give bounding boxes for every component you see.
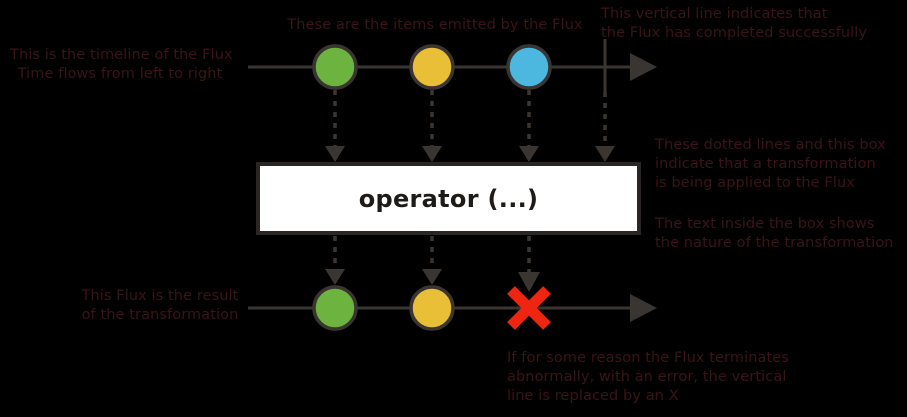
marble-green-top xyxy=(312,44,358,90)
annotation-timeline: This is the timeline of the Flux Time fl… xyxy=(10,47,233,82)
annotation-completion-line: This vertical line indicates that the Fl… xyxy=(601,6,868,41)
annotation-transformation: These dotted lines and this box indicate… xyxy=(655,137,886,191)
arrows-into-operator xyxy=(325,90,615,162)
error-x-icon xyxy=(507,286,551,330)
marble-yellow-bottom xyxy=(409,285,455,331)
marble-yellow-top xyxy=(409,44,455,90)
annotation-items-emitted: These are the items emitted by the Flux xyxy=(287,17,583,33)
annotation-result-flux: This Flux is the result of the transform… xyxy=(81,288,239,323)
operator-box: operator (...) xyxy=(256,162,641,235)
source-timeline-arrowhead xyxy=(630,53,657,81)
marble-blue-top xyxy=(506,44,552,90)
marble-green-bottom xyxy=(312,285,358,331)
annotation-error-termination: If for some reason the Flux terminates a… xyxy=(507,350,789,404)
operator-box-label: operator (...) xyxy=(358,184,539,213)
result-timeline-arrowhead xyxy=(630,294,657,322)
source-timeline-group xyxy=(248,39,657,95)
result-timeline-group xyxy=(248,285,657,331)
annotation-box-text: The text inside the box shows the nature… xyxy=(655,216,894,251)
arrows-out-of-operator xyxy=(325,236,540,292)
